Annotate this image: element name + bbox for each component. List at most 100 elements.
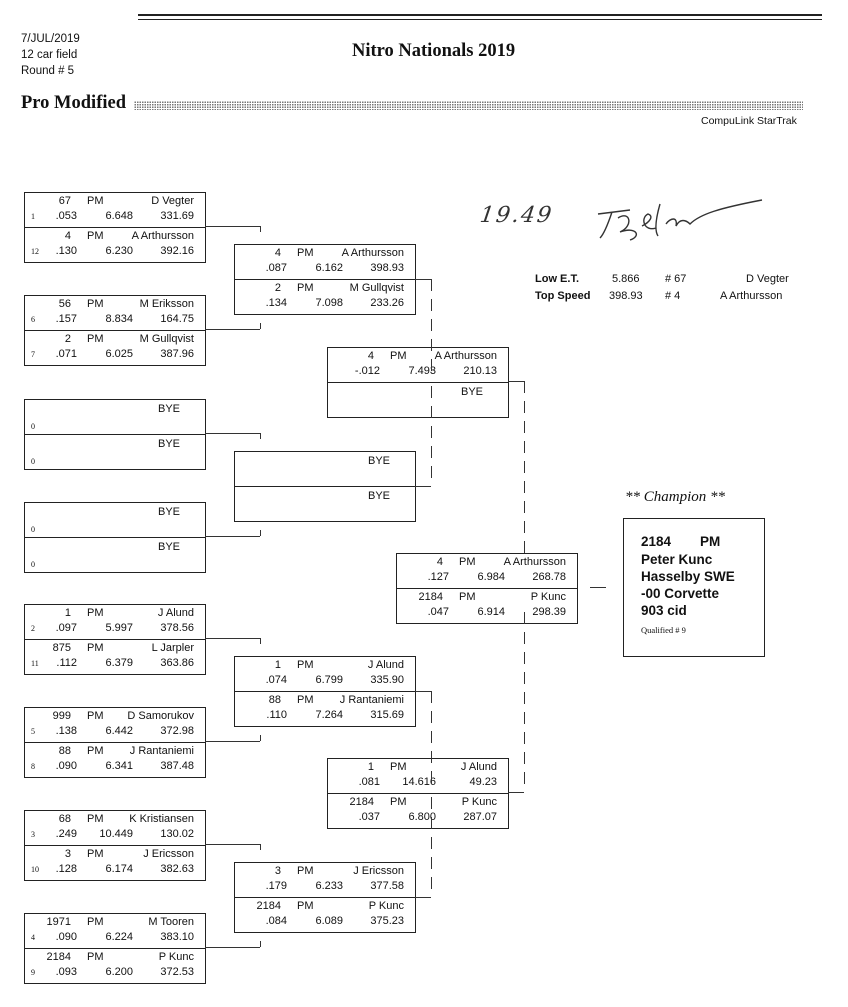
seed-number: 12: [31, 247, 39, 256]
header-rule: [138, 14, 822, 16]
elapsed-time: 6.230: [105, 245, 133, 257]
elapsed-time: 6.174: [105, 863, 133, 875]
top-speed-car: # 4: [665, 290, 681, 302]
connector-line: [508, 792, 524, 793]
champion-home: Hasselby SWE: [641, 569, 735, 584]
champion-name: Peter Kunc: [641, 552, 713, 567]
class-code: PM: [459, 556, 476, 568]
bye-label: BYE: [367, 455, 390, 467]
driver-name: J Rantaniemi: [129, 745, 194, 757]
connector-line: [590, 587, 606, 588]
speed-mph: 210.13: [463, 365, 497, 377]
reaction-time: .074: [265, 674, 287, 686]
elapsed-time: 10.449: [99, 828, 133, 840]
lane-top: BYE: [235, 452, 415, 486]
class-code: PM: [297, 247, 314, 259]
dotted-leader: [134, 101, 803, 110]
low-et-car: # 67: [665, 273, 687, 285]
speed-mph: 363.86: [160, 657, 194, 669]
connector-line: [260, 735, 261, 741]
elapsed-time: 6.089: [315, 915, 343, 927]
connector-line: [508, 381, 524, 382]
car-number: 2184: [46, 951, 71, 963]
connector-line: [205, 844, 260, 845]
speed-mph: 298.39: [532, 606, 566, 618]
top-speed-label: Top Speed: [535, 290, 591, 302]
driver-name: J Alund: [367, 659, 404, 671]
class-code: PM: [297, 865, 314, 877]
car-number: 4: [436, 556, 443, 568]
driver-name: L Jarpler: [151, 642, 194, 654]
event-date: 7/JUL/2019: [21, 33, 80, 45]
speed-mph: 287.07: [463, 811, 497, 823]
driver-name: J Alund: [157, 607, 194, 619]
speed-mph: 331.69: [160, 210, 194, 222]
connector-line: [415, 897, 431, 898]
car-number: 4: [274, 247, 281, 259]
class-code: PM: [297, 900, 314, 912]
seed-number: 0: [31, 560, 35, 569]
speed-mph: 130.02: [160, 828, 194, 840]
event-info: 7/JUL/2019 12 car field Round # 5: [21, 31, 80, 79]
class-code: PM: [297, 694, 314, 706]
champion-vehicle: -00 Corvette: [641, 586, 720, 601]
event-field: 12 car field: [21, 49, 78, 61]
class-code: PM: [87, 607, 104, 619]
bye-label: BYE: [460, 386, 483, 398]
champion-engine: 903 cid: [641, 603, 687, 618]
class-code: PM: [87, 745, 104, 757]
class-code: PM: [390, 761, 407, 773]
connector-line: [260, 941, 261, 947]
reaction-time: .112: [56, 657, 77, 669]
car-number: 67: [58, 195, 71, 207]
low-et-driver: D Vegter: [746, 273, 789, 285]
connector-line: [205, 638, 260, 639]
seed-number: 0: [31, 525, 35, 534]
car-number: 2184: [418, 591, 443, 603]
reaction-time: .053: [55, 210, 77, 222]
driver-name: A Arthursson: [131, 230, 194, 242]
class-code: PM: [390, 350, 407, 362]
low-et-label: Low E.T.: [535, 273, 579, 285]
elapsed-time: 6.200: [105, 966, 133, 978]
seed-number: 7: [31, 350, 35, 359]
class-name: Pro Modified: [21, 93, 128, 114]
connector-line: [431, 797, 432, 897]
speed-mph: 233.26: [370, 297, 404, 309]
driver-name: P Kunc: [461, 796, 497, 808]
champion-heading: ** Champion **: [625, 489, 726, 505]
reaction-time: .110: [266, 709, 287, 721]
class-code: PM: [87, 710, 104, 722]
class-code: PM: [459, 591, 476, 603]
driver-name: A Arthursson: [341, 247, 404, 259]
driver-name: P Kunc: [368, 900, 404, 912]
elapsed-time: 6.648: [105, 210, 133, 222]
class-code: PM: [87, 916, 104, 928]
signature-scribble: [597, 199, 763, 241]
champion-car: 2184: [641, 534, 672, 549]
speed-mph: 164.75: [160, 313, 194, 325]
reaction-time: .037: [358, 811, 380, 823]
seed-number: 9: [31, 968, 35, 977]
car-number: 3: [64, 848, 71, 860]
car-number: 88: [268, 694, 281, 706]
elapsed-time: 6.233: [315, 880, 343, 892]
connector-line: [431, 279, 432, 379]
class-code: PM: [87, 848, 104, 860]
seed-number: 11: [31, 659, 39, 668]
speed-mph: 383.10: [160, 931, 194, 943]
seed-number: 10: [31, 865, 39, 874]
